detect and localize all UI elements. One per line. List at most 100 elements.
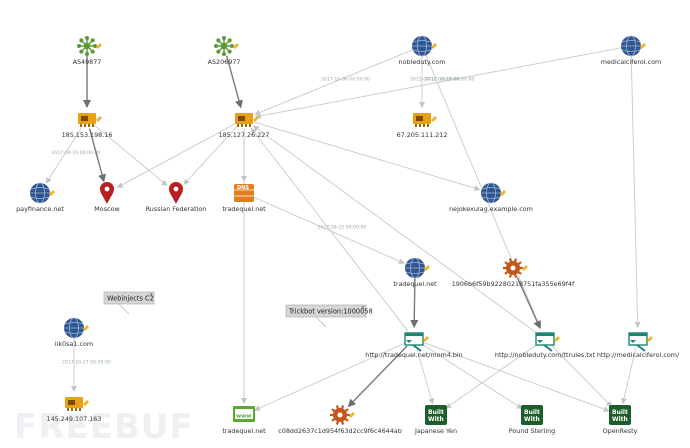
node-hash1906[interactable]: 1906b6f59b92280218751fa355e69f4f	[452, 258, 575, 288]
node-label: 145.249.107.163	[47, 415, 102, 423]
pin-badge-icon	[554, 336, 560, 342]
edge-url-ttrules-to-ip185-127	[252, 125, 538, 334]
edge-medicalciferol-to-ip185-127	[254, 47, 622, 119]
pin-badge-icon	[49, 190, 55, 196]
node-lik0sa1[interactable]: lik0sa1.com	[55, 317, 93, 348]
pin-badge-icon	[96, 116, 102, 122]
node-label: medicalciferol.com	[601, 58, 662, 66]
pin-badge-icon	[423, 336, 429, 342]
svg-text:DNS: DNS	[237, 185, 249, 191]
pin-badge-icon	[500, 190, 506, 196]
node-ip67[interactable]: 67.205.111.212	[397, 113, 448, 139]
edge-url-ttrules-to-openresty	[551, 345, 613, 408]
node-label: tradequel.net	[393, 280, 437, 288]
edge-date-label: 2015-09-18 00:00:00	[410, 77, 459, 83]
node-label: http://nobleduty.com/ttrules.txt	[495, 351, 596, 359]
edge-medicalciferol-to-url-medical	[630, 55, 641, 329]
node-nejokexulag[interactable]: nejokexulag.example.com	[449, 182, 533, 213]
pin-badge-icon	[233, 43, 239, 49]
pin-badge-icon	[431, 116, 437, 122]
node-label: OpenResty	[603, 427, 638, 435]
pin-badge-icon	[431, 43, 437, 49]
watermark: FREEBUF	[14, 407, 194, 447]
node-layer: AS49877 AS206977 nobleduty.com medicalcifer…	[16, 35, 680, 435]
node-url-ttrules[interactable]: http://nobleduty.com/ttrules.txt	[495, 332, 596, 359]
node-label: tradequel.net	[222, 427, 266, 435]
node-tradequel-dom[interactable]: tradequel.net	[393, 257, 437, 288]
svg-text:Built: Built	[524, 409, 540, 416]
edge-nobleduty-to-ip185-127	[254, 49, 413, 116]
as-icon	[214, 36, 239, 56]
node-label: Russian Federation	[146, 205, 207, 213]
malware-icon	[503, 258, 528, 278]
edge-ip185-127-to-nejokexulag	[253, 121, 481, 191]
ip-icon	[78, 113, 102, 127]
node-ip185-127[interactable]: 185.127.26.227	[219, 113, 270, 139]
svg-text:Built: Built	[612, 409, 628, 416]
edge-ip185-153-to-moscow	[88, 128, 106, 183]
domain-icon	[64, 317, 89, 339]
edge-url-mom4-to-openresty	[423, 342, 610, 412]
node-label: http://medicalciferol.com/	[597, 351, 680, 359]
svg-text:With: With	[428, 416, 444, 423]
node-as206977[interactable]: AS206977	[208, 36, 241, 66]
node-url-medical[interactable]: http://medicalciferol.com/	[597, 332, 680, 359]
node-label: AS49877	[73, 58, 102, 66]
edge-hash1906-to-url-ttrules	[516, 276, 541, 329]
location-icon	[100, 182, 114, 204]
url-icon	[628, 332, 653, 352]
tooltip-text: Trickbot version:1000058	[288, 308, 373, 316]
node-moscow[interactable]: Moscow	[94, 182, 120, 213]
domain-icon	[30, 182, 55, 204]
edge-date-label: 2017-04-19 00:00:00	[52, 150, 101, 156]
svg-text:With: With	[612, 416, 628, 423]
edge-date-label: 2017-10-10 00:00:00	[426, 77, 475, 83]
svg-text:Built: Built	[428, 409, 444, 416]
close-icon[interactable]: ✕	[361, 306, 365, 311]
node-label: 1906b6f59b92280218751fa355e69f4f	[452, 280, 575, 288]
node-as49877[interactable]: AS49877	[73, 36, 102, 66]
node-label: lik0sa1.com	[55, 340, 93, 348]
edge-date-label: 2017-10-06 00:00:00	[321, 77, 370, 83]
node-medicalciferol[interactable]: medicalciferol.com	[601, 35, 662, 66]
node-hash-c08d[interactable]: c08dd2637c1d954f63d2cc9f6c4644ab	[278, 405, 402, 435]
edge-as206977-to-ip185-127	[225, 55, 243, 109]
node-label: c08dd2637c1d954f63d2cc9f6c4644ab	[278, 427, 402, 435]
node-ip185-153[interactable]: 185.153.198.16	[62, 113, 113, 139]
edge-url-mom4-to-tradequel-www	[254, 342, 406, 411]
edge-url-mom4-to-gbp	[422, 344, 523, 410]
url-icon	[404, 332, 429, 352]
edge-ip185-153-to-payfinance	[45, 127, 83, 184]
pin-badge-icon	[522, 265, 528, 271]
pin-badge-icon	[349, 412, 355, 418]
node-ip145[interactable]: 145.249.107.163	[47, 397, 102, 423]
domain-icon	[481, 182, 506, 204]
close-icon[interactable]: ✕	[149, 293, 153, 298]
edge-date-label: 2017-10-27 00:00:00	[62, 360, 111, 366]
ip-icon	[65, 397, 89, 411]
ip-icon	[413, 113, 437, 127]
node-russia[interactable]: Russian Federation	[146, 182, 207, 213]
node-url-mom4[interactable]: http://tradequel.net/mom4.bin	[365, 332, 463, 359]
as-icon	[77, 36, 102, 56]
pin-badge-icon	[253, 116, 259, 122]
node-payfinance[interactable]: payfinance.net	[16, 182, 64, 213]
node-label: AS206977	[208, 58, 241, 66]
pin-badge-icon	[83, 400, 89, 406]
node-nobleduty[interactable]: nobleduty.com	[399, 35, 446, 66]
pin-badge-icon	[647, 336, 653, 342]
location-icon	[169, 182, 183, 204]
edge-ip185-127-to-moscow	[116, 123, 236, 188]
tooltip-webinjects: Webinjects C2✕	[103, 291, 155, 315]
ip-icon	[235, 113, 259, 127]
tooltip-text: Webinjects C2	[107, 295, 154, 303]
